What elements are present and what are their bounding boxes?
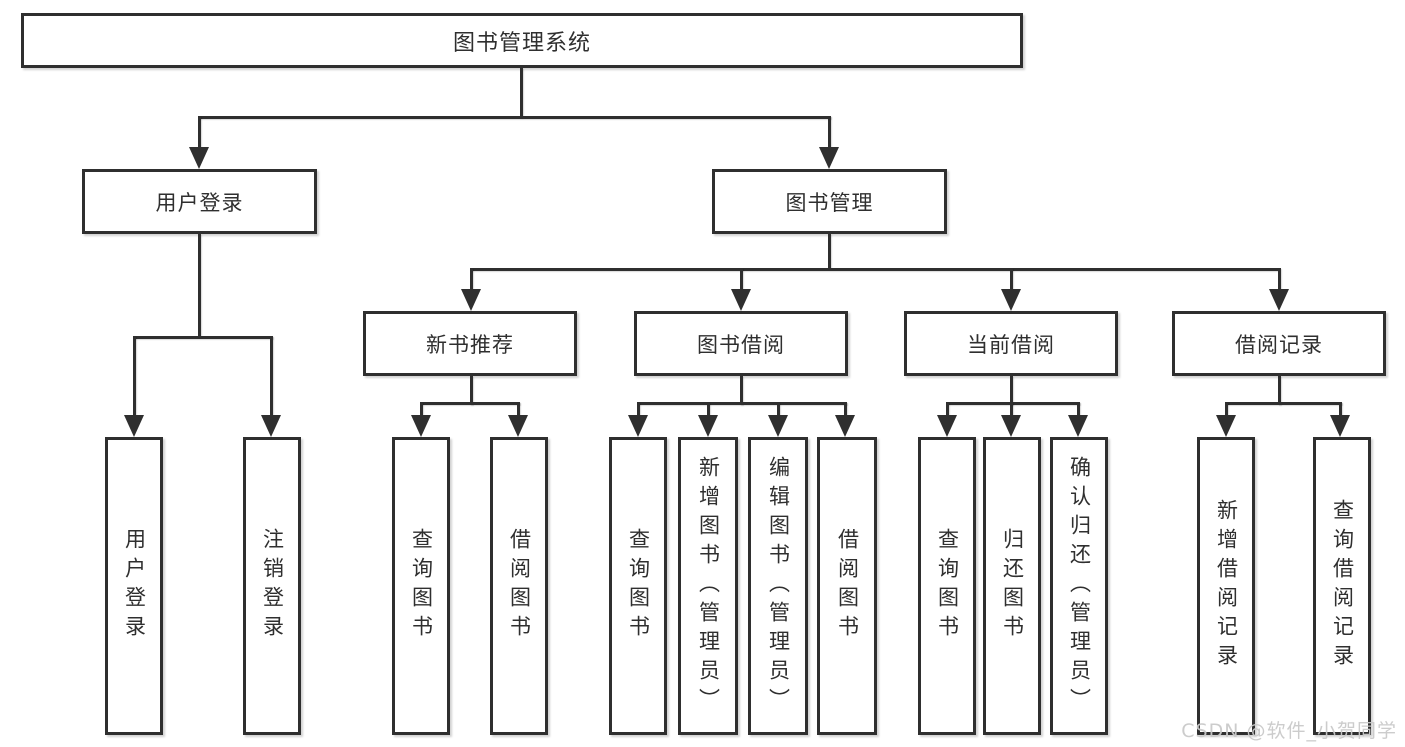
- connector-line: [828, 116, 831, 150]
- node-label: 当前借阅: [967, 332, 1055, 357]
- arrow-down-icon: [508, 415, 528, 437]
- leaf-label: 用户登录: [122, 528, 147, 644]
- node-borrowing-records: 借阅记录: [1172, 311, 1386, 376]
- leaf-query-borrow-record: 查询借阅记录: [1313, 437, 1371, 735]
- connector-line: [270, 336, 273, 418]
- leaf-logout: 注销登录: [243, 437, 301, 735]
- node-book-borrowing: 图书借阅: [634, 311, 848, 376]
- node-new-book-recommend: 新书推荐: [363, 311, 577, 376]
- connector-line: [707, 402, 710, 418]
- arrow-down-icon: [698, 415, 718, 437]
- connector-line: [1225, 402, 1342, 405]
- connector-line: [740, 376, 743, 405]
- arrow-down-icon: [835, 415, 855, 437]
- leaf-edit-books-admin: 编辑图书（管理员）: [748, 437, 808, 735]
- connector-line: [1278, 376, 1281, 405]
- leaf-query-books-current: 查询图书: [918, 437, 976, 735]
- arrow-down-icon: [937, 415, 957, 437]
- connector-line: [1010, 268, 1013, 292]
- connector-line: [133, 336, 273, 339]
- connector-line: [520, 68, 523, 118]
- connector-line: [198, 116, 201, 150]
- node-current-borrowing: 当前借阅: [904, 311, 1118, 376]
- leaf-borrow-books-recommend: 借阅图书: [490, 437, 548, 735]
- leaf-label: 新增图书（管理员）: [696, 455, 721, 717]
- leaf-confirm-return-admin: 确认归还（管理员）: [1050, 437, 1108, 735]
- leaf-borrow-books-borrowing: 借阅图书: [817, 437, 877, 735]
- node-label: 借阅记录: [1235, 332, 1323, 357]
- connector-line: [133, 336, 136, 418]
- connector-line: [1010, 402, 1013, 418]
- leaf-add-books-admin: 新增图书（管理员）: [678, 437, 738, 735]
- arrow-down-icon: [1330, 415, 1350, 437]
- leaf-label: 查询图书: [626, 528, 651, 644]
- arrow-down-icon: [1001, 415, 1021, 437]
- leaf-label: 借阅图书: [835, 528, 860, 644]
- leaf-label: 查询借阅记录: [1330, 499, 1355, 673]
- node-label: 图书管理: [785, 190, 874, 215]
- leaf-label: 归还图书: [1000, 528, 1025, 644]
- leaf-label: 编辑图书（管理员）: [766, 455, 791, 717]
- node-label: 图书管理系统: [452, 30, 591, 56]
- leaf-return-books: 归还图书: [983, 437, 1041, 735]
- arrow-down-icon: [189, 147, 209, 169]
- arrow-down-icon: [819, 147, 839, 169]
- connector-line: [637, 402, 640, 418]
- connector-line: [828, 234, 831, 268]
- node-library-system: 图书管理系统: [21, 13, 1023, 68]
- connector-line: [777, 402, 780, 418]
- leaf-user-login: 用户登录: [105, 437, 163, 735]
- connector-line: [1225, 402, 1228, 418]
- arrow-down-icon: [1001, 289, 1021, 311]
- csdn-watermark: CSDN @软件_小贺同学: [1181, 720, 1397, 742]
- arrow-down-icon: [261, 415, 281, 437]
- connector-line: [637, 402, 847, 405]
- arrow-down-icon: [124, 415, 144, 437]
- arrow-down-icon: [628, 415, 648, 437]
- leaf-label: 借阅图书: [507, 528, 532, 644]
- leaf-label: 查询图书: [935, 528, 960, 644]
- connector-line: [1010, 376, 1013, 405]
- arrow-down-icon: [1216, 415, 1236, 437]
- connector-line: [740, 268, 743, 292]
- connector-line: [470, 268, 473, 292]
- connector-line: [946, 402, 949, 418]
- connector-line: [198, 234, 201, 336]
- arrow-down-icon: [461, 289, 481, 311]
- connector-line: [946, 402, 1080, 405]
- connector-line: [420, 402, 520, 405]
- node-label: 新书推荐: [426, 332, 514, 357]
- connector-line: [1278, 268, 1281, 292]
- arrow-down-icon: [768, 415, 788, 437]
- connector-line: [470, 376, 473, 405]
- node-label: 图书借阅: [697, 332, 785, 357]
- connector-line: [420, 402, 423, 418]
- arrow-down-icon: [1269, 289, 1289, 311]
- leaf-query-books-recommend: 查询图书: [392, 437, 450, 735]
- connector-line: [1339, 402, 1342, 418]
- leaf-label: 新增借阅记录: [1214, 499, 1239, 673]
- connector-line: [1077, 402, 1080, 418]
- connector-line: [844, 402, 847, 418]
- arrow-down-icon: [1068, 415, 1088, 437]
- arrow-down-icon: [411, 415, 431, 437]
- leaf-query-books-borrowing: 查询图书: [609, 437, 667, 735]
- node-label: 用户登录: [155, 190, 244, 215]
- leaf-add-borrow-record: 新增借阅记录: [1197, 437, 1255, 735]
- connector-line: [470, 268, 1279, 271]
- node-book-management: 图书管理: [712, 169, 947, 234]
- leaf-label: 确认归还（管理员）: [1067, 455, 1092, 717]
- connector-line: [517, 402, 520, 418]
- connector-line: [198, 116, 831, 119]
- node-user-login: 用户登录: [82, 169, 317, 234]
- arrow-down-icon: [731, 289, 751, 311]
- leaf-label: 注销登录: [260, 528, 285, 644]
- leaf-label: 查询图书: [409, 528, 434, 644]
